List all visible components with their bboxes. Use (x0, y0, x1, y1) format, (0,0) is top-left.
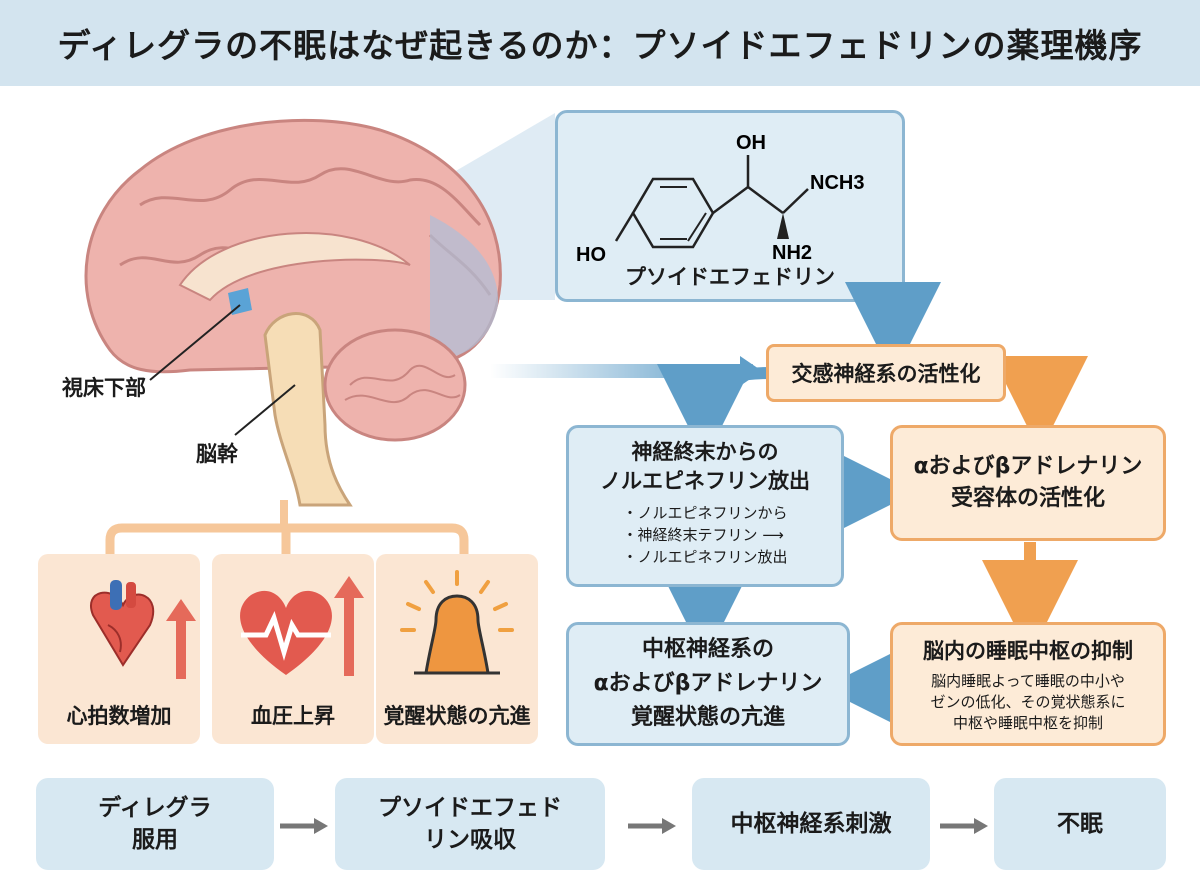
ne-release-list: ノルエピネフリンから 神経終末テフリン ⟶ ノルエピネフリン放出 (622, 502, 788, 568)
label-brainstem: 脳幹 (196, 442, 238, 466)
arrow-right-icon (280, 818, 328, 834)
arrow-up-icon (334, 576, 364, 676)
node-sleep-center: 脳内の睡眠中枢の抑制 脳内睡眠よって睡眠の中小や ゼンの低化、その覚状態系に 中… (890, 622, 1166, 746)
effect-card-arousal: 覚醒状態の亢進 (376, 554, 538, 744)
list-item: 神経終末テフリン ⟶ (622, 524, 787, 546)
flow-step-dilegra: ディレグラ 服用 (36, 778, 274, 870)
arrow-right-icon (940, 818, 988, 834)
sleep-center-title: 脳内の睡眠中枢の抑制 (923, 639, 1133, 663)
atom-oh: OH (736, 132, 766, 154)
atom-ho: HO (576, 244, 606, 266)
node-ne-release: 神経終末からの ノルエピネフリン放出 ノルエピネフリンから 神経終末テフリン ⟶… (566, 425, 844, 587)
effect-card-heart-rate: 心拍数増加 (38, 554, 200, 744)
label-hypothalamus: 視床下部 (62, 376, 146, 400)
atom-nh2: NH2 (772, 242, 812, 264)
effect-label: 血圧上昇 (251, 704, 335, 728)
flow-step-insomnia: 不眠 (994, 778, 1166, 870)
node-receptor-activation: αおよびβアドレナリン 受容体の活性化 (890, 425, 1166, 541)
molecule-box: OH NCH3 NH2 HO プソイドエフェドリン (555, 110, 905, 302)
title-bar: ディレグラの不眠はなぜ起きるのか：プソイドエフェドリンの薬理機序 (0, 0, 1200, 86)
arrow-right-icon (628, 818, 676, 834)
node-cns-arousal: 中枢神経系の αおよびβアドレナリン 覚醒状態の亢進 (566, 622, 850, 746)
heart-organ-icon (90, 580, 155, 667)
list-item: ノルエピネフリンから (622, 502, 788, 524)
flow-step-absorption: プソイドエフェド リン吸収 (335, 778, 605, 870)
sleep-center-desc: 脳内睡眠よって睡眠の中小や ゼンの低化、その覚状態系に 中枢や睡眠中枢を抑制 (930, 672, 1126, 732)
sunrise-icon (400, 570, 514, 675)
flow-step-cns-stimulation: 中枢神経系刺激 (692, 778, 930, 870)
brain-illustration (84, 113, 555, 507)
atom-nch3: NCH3 (810, 172, 864, 194)
effect-label: 心拍数増加 (66, 704, 172, 728)
arrow-up-icon (166, 599, 196, 679)
page-title: ディレグラの不眠はなぜ起きるのか：プソイドエフェドリンの薬理機序 (57, 26, 1143, 65)
heart-pulse-icon (240, 590, 332, 675)
molecule-name: プソイドエフェドリン (625, 265, 835, 289)
list-item: ノルエピネフリン放出 (622, 546, 788, 568)
ne-release-title: 神経終末からの ノルエピネフリン放出 (600, 440, 810, 493)
node-sympathetic-activation: 交感神経系の活性化 (766, 344, 1006, 402)
effect-label: 覚醒状態の亢進 (383, 704, 531, 728)
molecule-structure: OH NCH3 NH2 HO (576, 132, 864, 266)
effect-card-blood-pressure: 血圧上昇 (212, 554, 374, 744)
